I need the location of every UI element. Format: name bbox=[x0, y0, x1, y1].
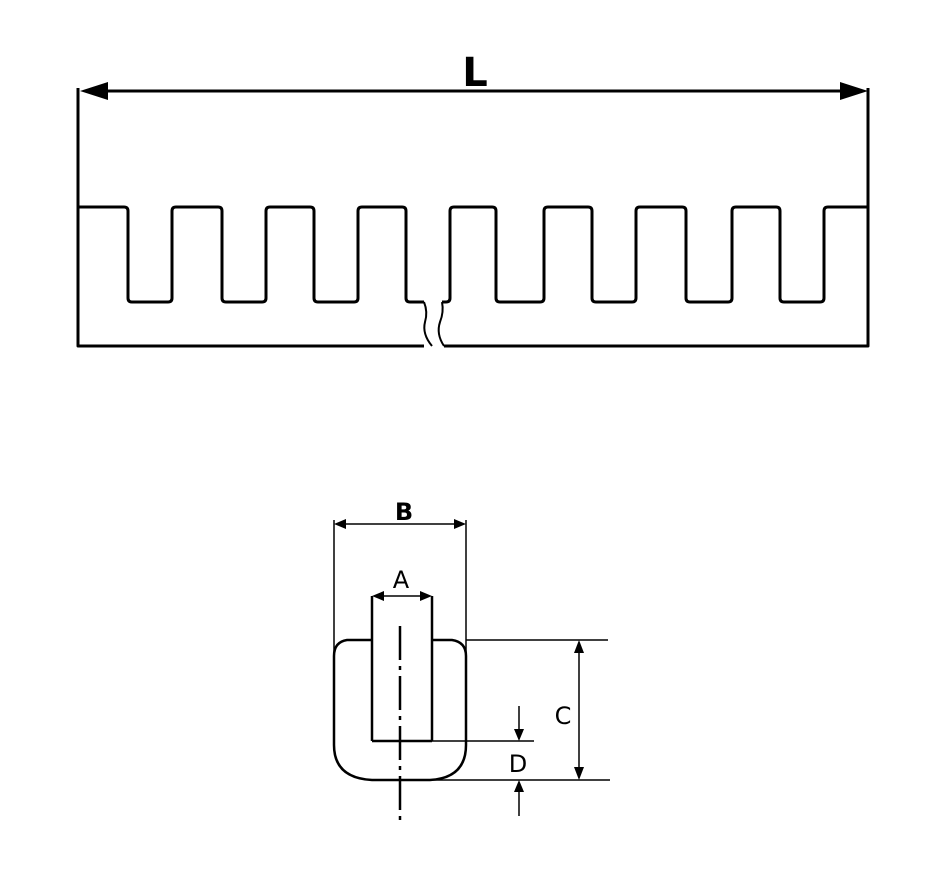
label-d: D bbox=[509, 750, 527, 778]
arrow-a-left-icon bbox=[372, 591, 384, 601]
strip-left-outline bbox=[76, 205, 424, 348]
dimension-d bbox=[432, 706, 534, 816]
arrow-b-right-icon bbox=[454, 519, 466, 529]
dimension-b bbox=[333, 519, 467, 660]
dimension-c bbox=[430, 639, 610, 781]
u-profile-outline bbox=[332, 638, 468, 782]
arrow-a-right-icon bbox=[420, 591, 432, 601]
strip-top-view bbox=[76, 205, 870, 348]
break-line-right bbox=[437, 301, 445, 347]
dimension-a bbox=[372, 591, 432, 601]
arrow-b-left-icon bbox=[334, 519, 346, 529]
dimension-l bbox=[76, 82, 870, 207]
arrow-c-up-icon bbox=[574, 640, 584, 653]
strip-right-outline bbox=[442, 205, 870, 348]
label-c: C bbox=[555, 702, 572, 730]
label-a: A bbox=[393, 566, 410, 594]
label-b: B bbox=[395, 498, 413, 526]
profile-section-view bbox=[332, 596, 468, 822]
label-l: L bbox=[462, 50, 488, 96]
arrow-right-icon bbox=[840, 82, 868, 100]
arrow-left-icon bbox=[80, 82, 108, 100]
arrow-d-up-icon bbox=[514, 780, 524, 792]
arrow-d-down-icon bbox=[514, 729, 524, 741]
arrow-c-down-icon bbox=[574, 767, 584, 780]
break-line-left bbox=[423, 301, 433, 347]
